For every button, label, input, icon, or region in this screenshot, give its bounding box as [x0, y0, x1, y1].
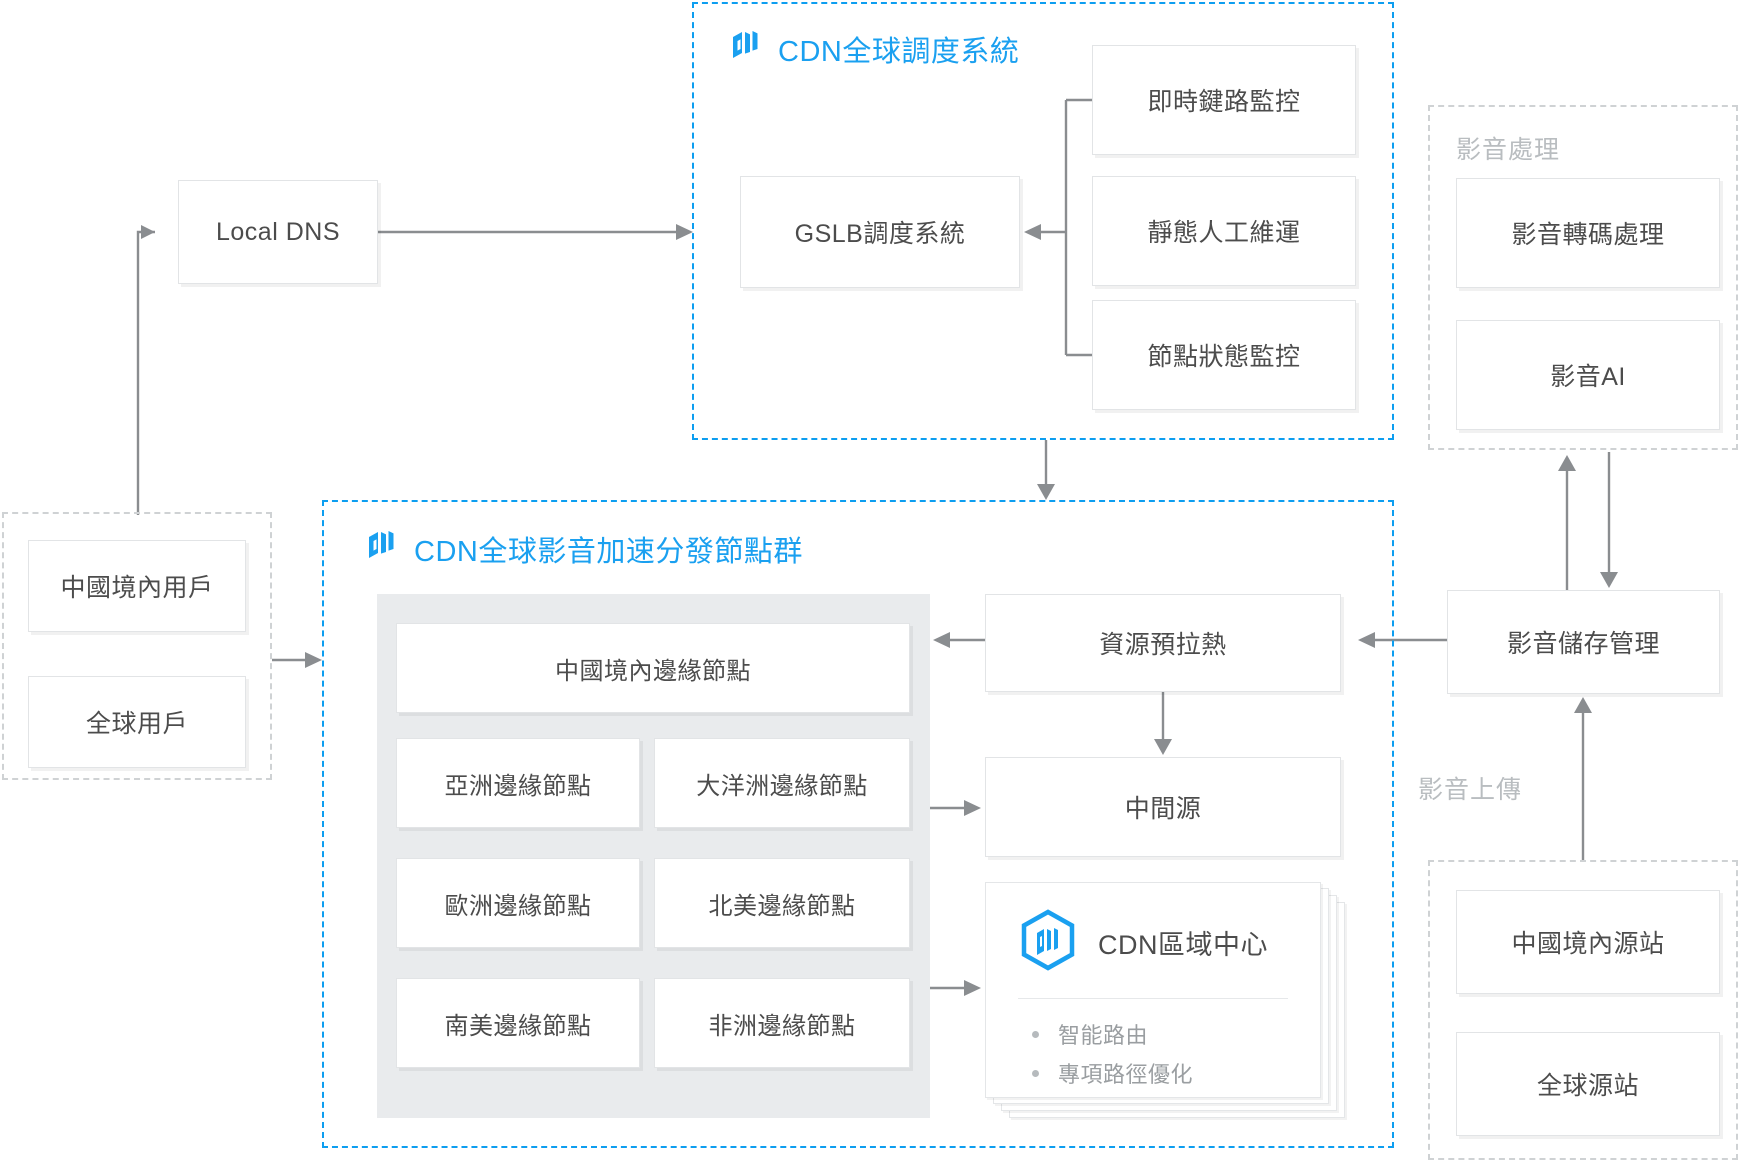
regional-center-card[interactable]: CDN區域中心 智能路由 專項路徑優化: [985, 882, 1321, 1098]
edge-node-asia-label: 亞洲邊緣節點: [444, 772, 592, 800]
box-media-ai[interactable]: 影音AI: [1456, 320, 1720, 430]
box-user-cn-label: 中國境內用戶: [60, 574, 214, 602]
media-upload-edge-label: 影音上傳: [1418, 776, 1523, 804]
box-origin-cn-label: 中國境內源站: [1511, 930, 1665, 958]
scheduling-panel-title: CDN全球調度系統: [730, 28, 1019, 70]
box-realtime-link-monitor-label: 即時鍵路監控: [1147, 88, 1301, 116]
edge-node-south-america-label: 南美邊緣節點: [444, 1012, 592, 1040]
regional-center-feature-list: 智能路由 專項路徑優化: [986, 999, 1320, 1094]
box-mid-origin-label: 中間源: [1124, 795, 1202, 823]
box-user-cn[interactable]: 中國境內用戶: [28, 540, 246, 632]
cdn-layers-icon: [366, 528, 400, 570]
edge-node-cn-label: 中國境內邊緣節點: [555, 657, 751, 685]
box-gslb[interactable]: GSLB調度系統: [740, 176, 1020, 288]
box-media-transcode-label: 影音轉碼處理: [1511, 221, 1665, 249]
edge-node-europe[interactable]: 歐洲邊緣節點: [396, 858, 640, 948]
box-media-transcode[interactable]: 影音轉碼處理: [1456, 178, 1720, 288]
box-media-storage-label: 影音儲存管理: [1506, 630, 1660, 658]
edge-node-europe-label: 歐洲邊緣節點: [444, 892, 592, 920]
cdn-hexagon-icon: [1020, 909, 1076, 976]
edge-node-africa-label: 非洲邊緣節點: [708, 1012, 856, 1040]
box-gslb-label: GSLB調度系統: [794, 220, 966, 248]
users-group-border: [2, 512, 272, 780]
box-realtime-link-monitor[interactable]: 即時鍵路監控: [1092, 45, 1356, 155]
scheduling-panel-border: [692, 2, 1394, 440]
box-user-global-label: 全球用戶: [85, 710, 188, 738]
box-media-storage[interactable]: 影音儲存管理: [1447, 590, 1720, 694]
nodes-panel-border: [322, 500, 1394, 1148]
box-resource-prefetch-label: 資源預拉熱: [1099, 631, 1227, 659]
regional-center-header: CDN區域中心: [986, 883, 1320, 976]
regional-center-divider: [1018, 998, 1288, 999]
box-node-status-monitor[interactable]: 節點狀態監控: [1092, 300, 1356, 410]
list-item: 智能路由: [1028, 1017, 1320, 1056]
box-resource-prefetch[interactable]: 資源預拉熱: [985, 594, 1341, 692]
box-mid-origin[interactable]: 中間源: [985, 757, 1341, 857]
list-item: 專項路徑優化: [1028, 1056, 1320, 1095]
regional-center-stack[interactable]: CDN區域中心 智能路由 專項路徑優化: [985, 882, 1365, 1120]
box-local-dns[interactable]: Local DNS: [178, 180, 378, 284]
box-local-dns-label: Local DNS: [216, 217, 340, 246]
scheduling-panel-label: CDN全球調度系統: [778, 36, 1020, 68]
box-origin-cn[interactable]: 中國境內源站: [1456, 890, 1720, 994]
edge-node-asia[interactable]: 亞洲邊緣節點: [396, 738, 640, 828]
edge-node-north-america-label: 北美邊緣節點: [708, 892, 856, 920]
nodes-panel-title: CDN全球影音加速分發節點群: [366, 528, 803, 570]
nodes-panel-label: CDN全球影音加速分發節點群: [414, 536, 803, 568]
origins-group-border: [1428, 860, 1738, 1160]
edge-node-oceania-label: 大洋洲邊緣節點: [696, 772, 868, 800]
box-origin-global[interactable]: 全球源站: [1456, 1032, 1720, 1136]
edge-node-south-america[interactable]: 南美邊緣節點: [396, 978, 640, 1068]
edge-node-cn[interactable]: 中國境內邊緣節點: [396, 623, 910, 713]
box-node-status-monitor-label: 節點狀態監控: [1147, 343, 1301, 371]
media-processing-group-border: [1428, 105, 1738, 450]
box-static-manual-ops[interactable]: 靜態人工維運: [1092, 176, 1356, 286]
cdn-layers-icon: [730, 28, 764, 70]
edge-node-africa[interactable]: 非洲邊緣節點: [654, 978, 910, 1068]
edge-node-oceania[interactable]: 大洋洲邊緣節點: [654, 738, 910, 828]
box-user-global[interactable]: 全球用戶: [28, 676, 246, 768]
regional-center-title: CDN區域中心: [1098, 930, 1268, 960]
box-media-ai-label: 影音AI: [1550, 363, 1626, 391]
edge-node-north-america[interactable]: 北美邊緣節點: [654, 858, 910, 948]
media-processing-group-label: 影音處理: [1456, 136, 1561, 164]
box-origin-global-label: 全球源站: [1536, 1072, 1639, 1100]
box-static-manual-ops-label: 靜態人工維運: [1147, 219, 1301, 247]
